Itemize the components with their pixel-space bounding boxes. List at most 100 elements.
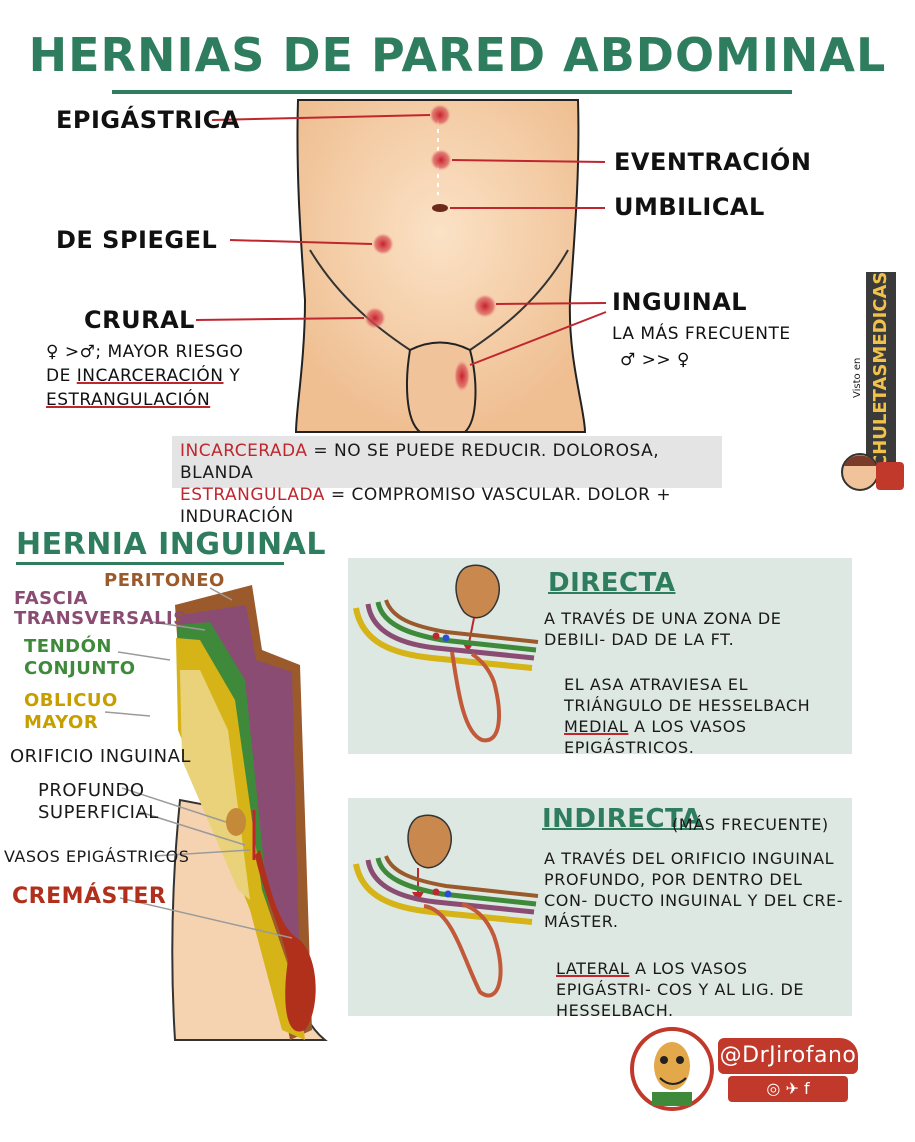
label-orificio: ORIFICIO INGUINAL xyxy=(10,746,191,767)
leader-profundo xyxy=(121,787,227,823)
sep-incarcerada: = xyxy=(307,441,335,461)
term-incarcerada: INCARCERADA xyxy=(180,441,308,461)
doctor-avatar-icon xyxy=(841,453,904,491)
spot-epigastrica xyxy=(429,104,451,126)
side-credit-text: CHULETASMEDICAS.COM xyxy=(870,272,891,468)
label-spiegel: DE SPIEGEL xyxy=(56,226,218,254)
crural-note-y: Y xyxy=(223,366,241,386)
label-umbilical: UMBILICAL xyxy=(614,193,765,221)
cremaster-sac xyxy=(255,850,316,1032)
label-profundo: PROFUNDO xyxy=(38,780,145,801)
label-eventracion: EVENTRACIÓN xyxy=(614,148,812,176)
directa-text-2c: A LOS VASOS EPIGÁSTRICOS. xyxy=(564,717,747,757)
torso-illustration xyxy=(195,99,607,433)
directa-text-2a: EL ASA ATRAVIESA EL TRIÁNGULO DE HESSELB… xyxy=(564,675,811,715)
pointer-inguinal xyxy=(495,302,607,305)
leader-vasos xyxy=(153,849,251,857)
pointer-spiegel xyxy=(229,239,373,245)
crural-note-line-1: ♀ >♂; MAYOR RIESGO xyxy=(46,342,244,362)
side-credit-badge: CHULETASMEDICAS.COM xyxy=(866,272,896,472)
inguinal-note-sex-ratio: ♂ >> ♀ xyxy=(620,350,690,370)
label-inguinal: INGUINAL xyxy=(612,288,748,316)
directa-layer-purple xyxy=(365,603,535,661)
directa-title: DIRECTA xyxy=(548,568,676,598)
directa-text-1: A TRAVÉS DE UNA ZONA DE DEBILI- DAD DE L… xyxy=(544,609,782,649)
text-incarcerada: NO SE PUEDE REDUCIR. DOLOROSA, BLANDA xyxy=(180,441,660,483)
orificio-profundo-marker xyxy=(226,808,246,836)
label-superficial: SUPERFICIAL xyxy=(38,802,159,823)
pointer-crural xyxy=(195,317,365,321)
term-estrangulada: ESTRANGULADA xyxy=(180,485,325,505)
social-icons[interactable]: ◎ ✈ f xyxy=(728,1076,848,1102)
section-title: HERNIA INGUINAL xyxy=(16,527,326,562)
definitions-box: INCARCERADA = NO SE PUEDE REDUCIR. DOLOR… xyxy=(172,436,722,527)
title-underline xyxy=(112,90,792,94)
giraffe-avatar-icon xyxy=(630,1027,714,1111)
directa-layer-brown xyxy=(384,599,539,644)
label-crural: CRURAL xyxy=(84,306,195,334)
crural-note-incarceracion: INCARCERACIÓN xyxy=(76,366,224,386)
leader-oblicuo xyxy=(104,711,151,717)
leader-superficial xyxy=(139,811,246,846)
crural-note-line-2: DE INCARCERACIÓN Y xyxy=(46,366,240,386)
indirecta-layer-purple xyxy=(365,859,535,915)
directa-text-2: EL ASA ATRAVIESA EL TRIÁNGULO DE HESSELB… xyxy=(564,674,850,758)
directa-layer-yellow xyxy=(353,607,533,671)
directa-fist xyxy=(455,564,501,619)
label-transversalis: TRANSVERSALIS xyxy=(14,608,187,629)
label-oblicuo: OBLICUO xyxy=(24,690,118,711)
navel xyxy=(432,204,448,212)
text-estrangulada: COMPROMISO VASCULAR. DOLOR + INDURACIÓN xyxy=(180,485,672,527)
page-title: HERNIAS DE PARED ABDOMINAL xyxy=(28,28,887,82)
label-tendon: TENDÓN xyxy=(24,636,112,657)
indirecta-note: (MÁS FRECUENTE) xyxy=(672,815,829,834)
indirecta-layer-yellow xyxy=(353,863,533,925)
leader-cremaster xyxy=(119,897,293,939)
crural-note-estrangulacion: ESTRANGULACIÓN xyxy=(46,390,211,410)
pointer-inguinal-scrotal xyxy=(469,311,607,366)
spot-spiegel xyxy=(372,233,394,255)
definition-row-incarcerada: INCARCERADA = NO SE PUEDE REDUCIR. DOLOR… xyxy=(180,440,714,484)
indirecta-text-2b: A LOS VASOS EPIGÁSTRI- COS Y AL LIG. DE … xyxy=(556,959,805,1020)
pointer-epigastrica xyxy=(211,114,431,121)
pointer-eventracion xyxy=(451,159,606,163)
spot-crural xyxy=(364,307,386,329)
inguinal-fold-right xyxy=(469,249,569,351)
section-underline xyxy=(16,562,284,565)
inguinal-note-frequency: LA MÁS FRECUENTE xyxy=(612,324,791,344)
indirecta-text-1: A TRAVÉS DEL ORIFICIO INGUINAL PROFUNDO,… xyxy=(544,849,844,931)
label-fascia: FASCIA xyxy=(14,588,88,609)
indirecta-diagram xyxy=(353,814,539,998)
layer-oblicuo-inner xyxy=(180,670,250,900)
side-credit-visto: Visto en xyxy=(852,357,863,398)
label-mayor: MAYOR xyxy=(24,712,99,733)
label-peritoneo: PERITONEO xyxy=(104,570,225,591)
author-handle[interactable]: @DrJirofano xyxy=(718,1038,858,1074)
label-vasos-epigastricos: VASOS EPIGÁSTRICOS xyxy=(4,847,190,866)
sep-estrangulada: = xyxy=(324,485,352,505)
leader-tendon xyxy=(117,651,171,661)
spot-inguinal-scrotal xyxy=(454,360,470,392)
label-conjunto: CONJUNTO xyxy=(24,658,136,679)
leader-fascia xyxy=(151,621,206,631)
indirecta-text-2: LATERAL A LOS VASOS EPIGÁSTRI- COS Y AL … xyxy=(556,958,846,1021)
indirecta-layer-green xyxy=(375,857,537,907)
spot-eventracion xyxy=(430,149,452,171)
crural-note-de: DE xyxy=(46,366,77,386)
leader-peritoneo xyxy=(209,587,233,601)
directa-hernia-loop xyxy=(450,651,501,743)
indirecta-fist xyxy=(407,814,453,869)
directa-text-medial: MEDIAL xyxy=(564,717,629,736)
label-epigastrica: EPIGÁSTRICA xyxy=(56,106,240,134)
spot-inguinal xyxy=(473,294,497,318)
indirecta-layer-brown xyxy=(384,855,539,898)
indirecta-hernia-loop xyxy=(423,902,503,998)
directa-layer-green xyxy=(375,601,537,653)
inguinal-layers-illustration xyxy=(104,585,328,1041)
indirecta-title: INDIRECTA xyxy=(542,804,702,834)
directa-diagram xyxy=(353,564,539,743)
indirecta-text-lateral: LATERAL xyxy=(556,959,630,978)
definition-row-estrangulada: ESTRANGULADA = COMPROMISO VASCULAR. DOLO… xyxy=(180,484,714,528)
inguinal-fold-left xyxy=(309,249,411,351)
label-cremaster: CREMÁSTER xyxy=(12,884,167,909)
